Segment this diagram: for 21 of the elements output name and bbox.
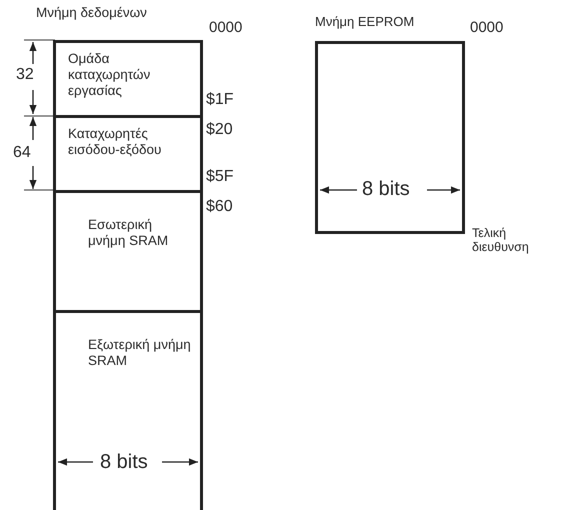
address-label: $60 bbox=[206, 198, 233, 216]
address-label: 0000 bbox=[209, 20, 242, 36]
address-label: $1F bbox=[206, 91, 234, 109]
memory-heading: Μνήμη δεδομένων bbox=[36, 6, 147, 21]
address-label: $5F bbox=[206, 168, 234, 186]
segment-label: Εξωτερική μνήμη SRAM bbox=[88, 337, 192, 369]
memory-segment bbox=[53, 310, 203, 510]
memory-segment bbox=[53, 190, 203, 313]
memory-segment bbox=[53, 115, 203, 193]
dimension-value: 8 bits bbox=[100, 451, 148, 473]
memory-segment bbox=[53, 40, 203, 118]
dimension-value: 64 bbox=[13, 144, 31, 162]
segment-label: Καταχωρητές εισόδου-εξόδου bbox=[68, 126, 162, 158]
segment-label: Εσωτερική μνήμη SRAM bbox=[88, 217, 170, 249]
address-label: $20 bbox=[206, 121, 233, 139]
memory-heading: Μνήμη EEPROM bbox=[315, 14, 414, 30]
segment-label: Ομάδα καταχωρητών εργασίας bbox=[68, 51, 152, 99]
dimension-value: 8 bits bbox=[362, 178, 410, 200]
address-note: Τελική διευθυνση bbox=[472, 227, 530, 254]
address-label: 0000 bbox=[470, 20, 504, 36]
dimension-value: 32 bbox=[16, 66, 34, 84]
